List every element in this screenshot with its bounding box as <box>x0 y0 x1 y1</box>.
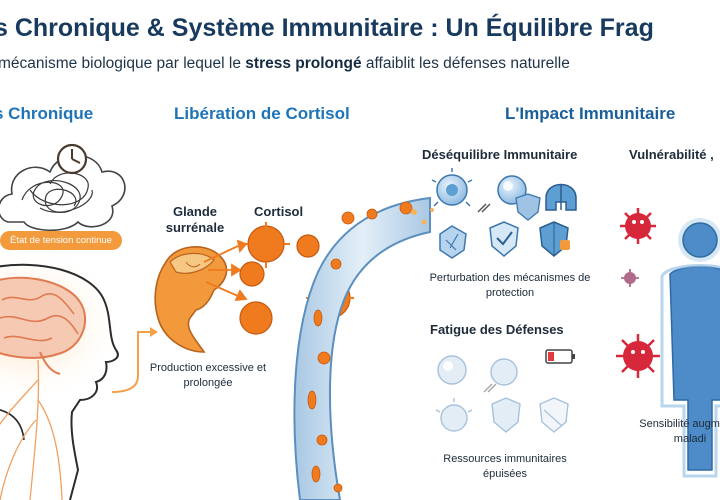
cortisol-particles <box>411 208 434 225</box>
fatigue-caption: Ressources immunitaires épuisées <box>443 453 567 480</box>
adrenal-gland-label: Glande surrénale <box>165 204 225 235</box>
shield-icon <box>539 221 570 257</box>
vulnerability-caption: Sensibilité augm aux maladi <box>639 418 720 445</box>
page-subtitle: mécanisme biologique par lequel le stres… <box>0 55 720 73</box>
immune-cell-icon <box>437 355 467 385</box>
low-battery-icon <box>545 349 575 364</box>
vulnerability-label: Vulnérabilité , <box>629 147 714 162</box>
immune-cell-icon <box>490 358 518 386</box>
human-silhouette-icon <box>660 218 720 478</box>
immune-cell-icon <box>439 225 467 259</box>
imbalance-label: Déséquilibre Immunitaire <box>422 147 578 162</box>
clock-icon <box>56 143 88 175</box>
cortisol-caption: Production excessive et prolongée <box>149 362 267 389</box>
head-silhouette <box>0 263 119 500</box>
section-title-impact: L'Impact Immunitaire <box>505 104 676 123</box>
cortisol-label: Cortisol <box>254 204 304 219</box>
broken-link-icon <box>477 203 491 213</box>
subtitle-emphasis: stress prolongé <box>245 55 362 72</box>
immune-cells-row-2 <box>439 221 570 259</box>
tangled-thoughts-icon <box>21 172 93 213</box>
shield-icon <box>491 397 521 433</box>
fatigue-label: Fatigue des Défenses <box>430 322 564 337</box>
flow-arrow-1 <box>111 331 150 393</box>
nerve-lines <box>0 359 63 500</box>
immune-cells-faded <box>435 355 569 433</box>
imbalance-caption: Perturbation des mécanismes de protectio… <box>429 272 591 299</box>
virus-icon <box>621 269 639 287</box>
immune-cells-row-1 <box>431 168 577 221</box>
immune-cell-icon <box>431 168 473 207</box>
page-title: s Chronique & Système Immunitaire : Un É… <box>0 14 654 42</box>
subtitle-text-start: mécanisme biologique par lequel le <box>0 55 246 72</box>
broken-link-icon <box>483 383 497 393</box>
virus-icon <box>616 334 660 378</box>
tension-badge: État de tension continue <box>0 231 122 250</box>
adrenal-gland-icon <box>154 246 228 353</box>
shield-icon <box>515 193 541 221</box>
immune-cell-icon <box>435 398 473 432</box>
helmet-icon <box>545 183 577 211</box>
subtitle-text-end: affaiblit les défenses naturelle <box>361 55 570 72</box>
shield-icon <box>489 221 519 257</box>
section-title-stress: s Chronique <box>0 104 94 123</box>
shield-icon <box>539 397 569 433</box>
section-title-cortisol: Libération de Cortisol <box>174 104 350 123</box>
cortisol-release-arrows <box>203 239 248 302</box>
blood-vessel-icon <box>293 196 431 500</box>
virus-icon <box>620 208 656 244</box>
thought-cloud <box>0 154 126 249</box>
brain-icon <box>0 276 86 375</box>
